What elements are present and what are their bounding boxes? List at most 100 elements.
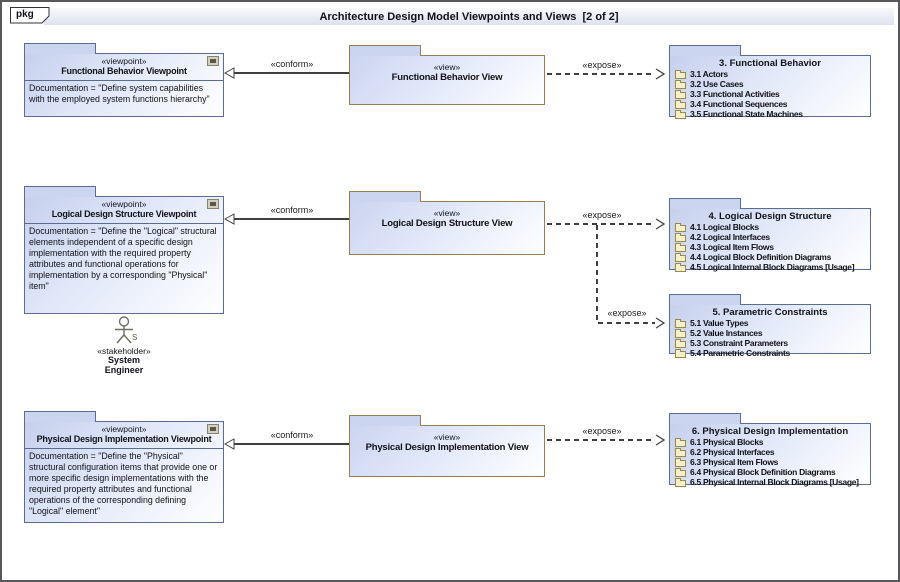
stereotype-label: «stakeholder» — [97, 346, 151, 356]
view-package-logical-design-structure[interactable]: «view» Logical Design Structure View — [349, 191, 545, 255]
content-package-physical-design-implementation[interactable]: 6. Physical Design Implementation 6.1 Ph… — [669, 413, 871, 487]
item-label: 4.5 Logical Internal Block Diagrams [Usa… — [690, 262, 855, 272]
documentation-text: Documentation = "Define system capabilit… — [29, 83, 210, 104]
item-label: 4.1 Logical Blocks — [690, 222, 759, 232]
content-package-parametric-constraints[interactable]: 5. Parametric Constraints 5.1 Value Type… — [669, 294, 871, 358]
item-label: 4.3 Logical Item Flows — [690, 242, 774, 252]
item-label: 3.5 Functional State Machines — [690, 109, 803, 119]
actor-name-line1: System — [107, 355, 141, 365]
stakeholder-actor-system-engineer[interactable]: S «stakeholder» System Engineer — [79, 316, 169, 375]
list-item[interactable]: 3.1 Actors — [670, 69, 870, 79]
folder-icon — [675, 99, 686, 109]
package-tab — [24, 186, 96, 197]
item-label: 3.3 Functional Activities — [690, 89, 780, 99]
folder-icon — [675, 457, 686, 467]
folder-icon — [675, 348, 686, 358]
open-arrowhead-icon — [655, 218, 665, 230]
list-item[interactable]: 3.4 Functional Sequences — [670, 99, 870, 109]
item-label: 5.3 Constraint Parameters — [690, 338, 788, 348]
list-item[interactable]: 5.3 Constraint Parameters — [670, 338, 870, 348]
package-header: «viewpoint» Functional Behavior Viewpoin… — [25, 54, 223, 81]
expose-connector-4[interactable] — [547, 439, 655, 441]
list-item[interactable]: 4.1 Logical Blocks — [670, 222, 870, 232]
folder-icon — [675, 242, 686, 252]
list-item[interactable]: 6.3 Physical Item Flows — [670, 457, 870, 467]
package-name: Functional Behavior View — [391, 72, 503, 83]
viewpoint-package-logical-design-structure[interactable]: «viewpoint» Logical Design Structure Vie… — [24, 186, 224, 314]
conform-label: «conform» — [270, 205, 314, 215]
package-header: «view» Functional Behavior View — [350, 56, 544, 83]
documentation-text: Documentation = "Define the "Logical" st… — [29, 226, 217, 291]
folder-icon — [675, 338, 686, 348]
expose-connector-3[interactable] — [598, 322, 655, 324]
open-arrowhead-icon — [655, 317, 665, 329]
list-item[interactable]: 3.2 Use Cases — [670, 79, 870, 89]
list-item[interactable]: 4.5 Logical Internal Block Diagrams [Usa… — [670, 262, 870, 272]
folder-icon — [675, 89, 686, 99]
stereotype-label: «viewpoint» — [101, 424, 147, 434]
viewpoint-package-functional-behavior[interactable]: «viewpoint» Functional Behavior Viewpoin… — [24, 43, 224, 117]
viewpoint-package-physical-design-implementation[interactable]: «viewpoint» Physical Design Implementati… — [24, 411, 224, 523]
package-tab — [669, 294, 741, 305]
package-header: «view» Logical Design Structure View — [350, 202, 544, 229]
list-item[interactable]: 6.5 Physical Internal Block Diagrams [Us… — [670, 477, 870, 487]
view-package-physical-design-implementation[interactable]: «view» Physical Design Implementation Vi… — [349, 415, 545, 477]
item-label: 3.4 Functional Sequences — [690, 99, 788, 109]
list-item[interactable]: 5.1 Value Types — [670, 318, 870, 328]
list-item[interactable]: 4.4 Logical Block Definition Diagrams — [670, 252, 870, 262]
item-label: 6.4 Physical Block Definition Diagrams — [690, 467, 836, 477]
viewpoint-badge-icon — [207, 56, 219, 66]
list-item[interactable]: 6.4 Physical Block Definition Diagrams — [670, 467, 870, 477]
item-label: 3.1 Actors — [690, 69, 728, 79]
conform-connector-3[interactable] — [234, 443, 349, 445]
item-label: 3.2 Use Cases — [690, 79, 744, 89]
folder-icon — [675, 467, 686, 477]
content-package-logical-design-structure[interactable]: 4. Logical Design Structure 4.1 Logical … — [669, 198, 871, 272]
expose-connector-1[interactable] — [547, 73, 655, 75]
package-header: «viewpoint» Logical Design Structure Vie… — [25, 197, 223, 224]
package-name: 4. Logical Design Structure — [708, 211, 832, 222]
list-item[interactable]: 3.5 Functional State Machines — [670, 109, 870, 119]
list-item[interactable]: 6.2 Physical Interfaces — [670, 447, 870, 457]
folder-icon — [675, 79, 686, 89]
stereotype-label: «viewpoint» — [101, 56, 147, 66]
folder-icon — [675, 318, 686, 328]
list-item[interactable]: 4.3 Logical Item Flows — [670, 242, 870, 252]
conform-connector-1[interactable] — [234, 72, 349, 74]
stereotype-label: «view» — [433, 208, 461, 218]
conform-connector-2[interactable] — [234, 218, 349, 220]
open-arrowhead-icon — [655, 68, 665, 80]
actor-name-line2: Engineer — [104, 364, 144, 375]
folder-icon — [675, 447, 686, 457]
expose-label: «expose» — [582, 60, 622, 70]
list-item[interactable]: 5.2 Value Instances — [670, 328, 870, 338]
folder-icon — [675, 109, 686, 119]
list-item[interactable]: 6.1 Physical Blocks — [670, 437, 870, 447]
expose-connector-3-vertical[interactable] — [596, 225, 598, 321]
documentation-text: Documentation = "Define the "Physical" s… — [29, 451, 218, 516]
folder-icon — [675, 262, 686, 272]
list-item[interactable]: 3.3 Functional Activities — [670, 89, 870, 99]
package-tab — [24, 411, 96, 422]
item-label: 6.5 Physical Internal Block Diagrams [Us… — [690, 477, 859, 487]
content-package-functional-behavior[interactable]: 3. Functional Behavior 3.1 Actors 3.2 Us… — [669, 45, 871, 119]
package-name: Logical Design Structure Viewpoint — [51, 209, 197, 219]
folder-icon — [675, 69, 686, 79]
package-name: 6. Physical Design Implementation — [691, 426, 849, 437]
item-label: 5.2 Value Instances — [690, 328, 763, 338]
stereotype-label: «view» — [433, 432, 461, 442]
item-label: 6.2 Physical Interfaces — [690, 447, 775, 457]
package-tab — [24, 43, 96, 54]
expose-connector-2[interactable] — [547, 223, 655, 225]
pkg-tab-shape-icon — [10, 7, 50, 24]
view-package-functional-behavior[interactable]: «view» Functional Behavior View — [349, 45, 545, 105]
pkg-frame-tag: pkg — [16, 9, 34, 20]
package-name: Logical Design Structure View — [381, 218, 513, 229]
list-item[interactable]: 4.2 Logical Interfaces — [670, 232, 870, 242]
list-item[interactable]: 5.4 Parametric Constraints — [670, 348, 870, 358]
diagram-title-band: Architecture Design Model Viewpoints and… — [44, 8, 894, 25]
viewpoint-badge-icon — [207, 199, 219, 209]
item-label: 4.2 Logical Interfaces — [690, 232, 770, 242]
package-header: «viewpoint» Physical Design Implementati… — [25, 422, 223, 449]
